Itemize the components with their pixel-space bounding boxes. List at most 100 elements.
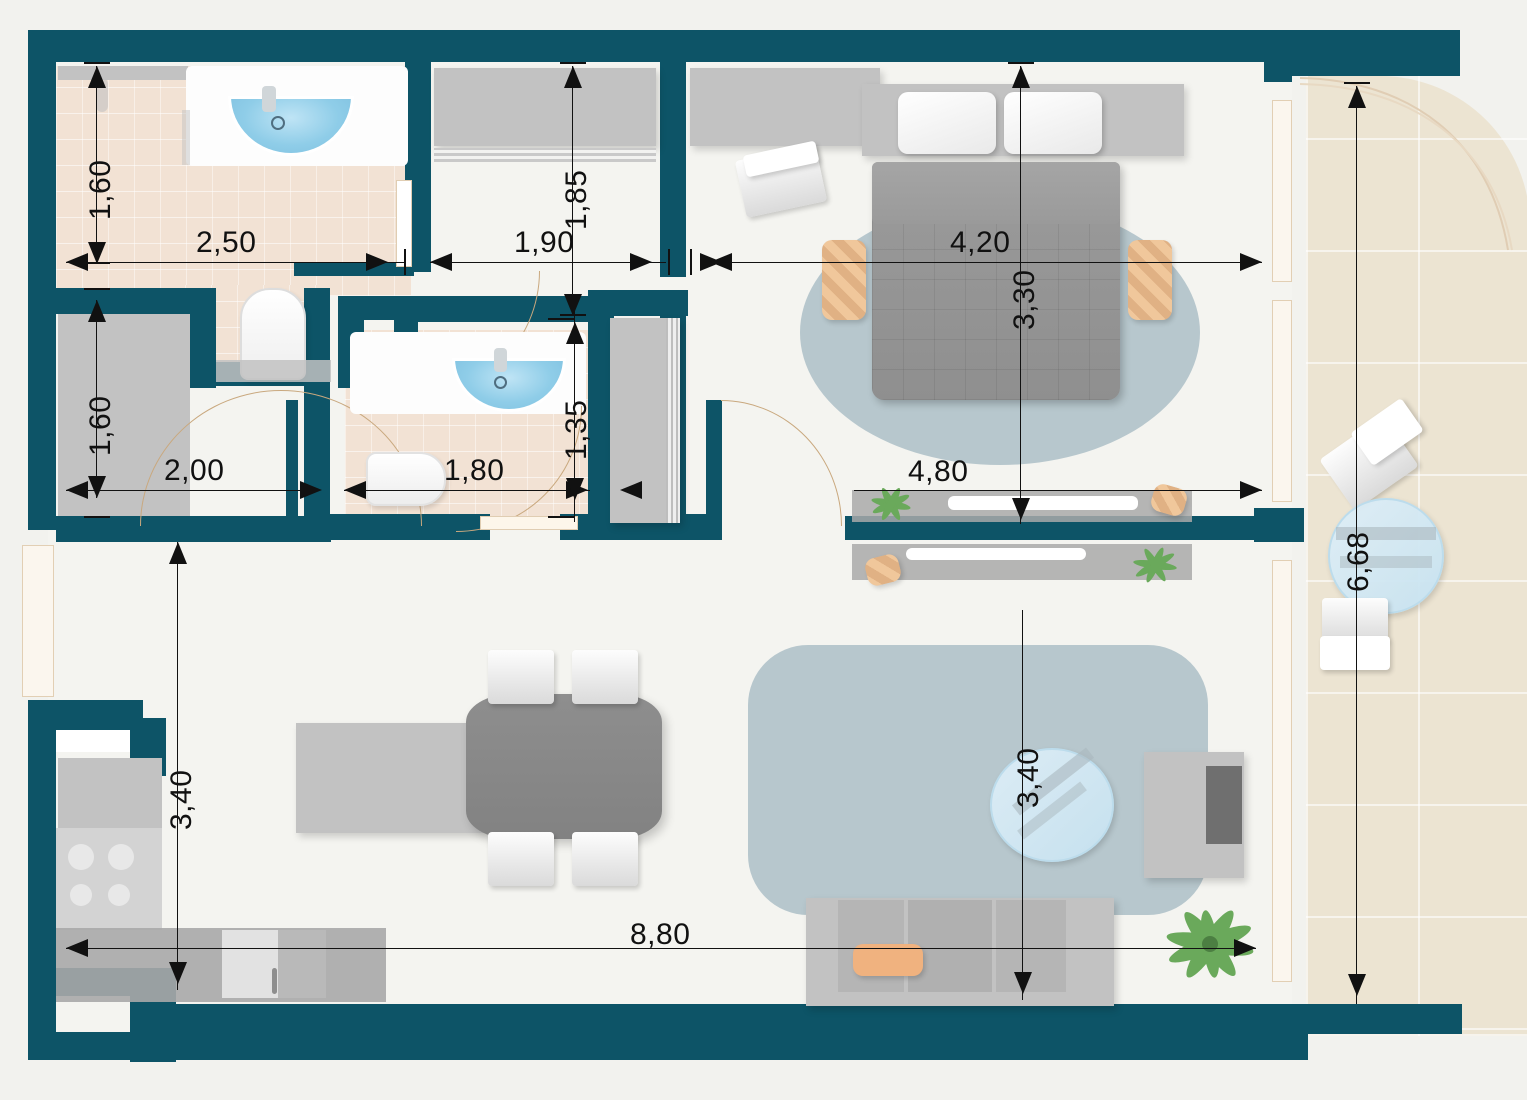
dim-hall-height-tick-top: [560, 62, 586, 64]
window-right-lower: [1272, 560, 1292, 982]
dim-bath1-width-arrow-left: [66, 253, 88, 271]
living-rug: [748, 645, 1208, 915]
dim-bedroom-depth-arrow-top: [1012, 66, 1030, 88]
dim-hall-height-tick-bottom: [560, 314, 586, 316]
dim-hall-width-label: 1,90: [514, 226, 575, 259]
dim-hall-width-line: [430, 262, 666, 263]
dim-storage-height-arrow-bottom: [88, 476, 106, 498]
dim-hall-height-label: 1,85: [560, 169, 593, 230]
exterior-wall-top: [28, 30, 1268, 62]
dim-living-width-arrow-right: [1234, 939, 1256, 957]
dim-terrace-depth-tick-top: [1344, 82, 1370, 84]
dim-storage-height-arrow-top: [88, 300, 106, 322]
dining-chair-top-left: [488, 650, 554, 704]
bath1-tub-ledge: [216, 360, 331, 382]
sofa-throw-pillow: [853, 944, 923, 976]
hall-wardrobe-top: [434, 68, 656, 146]
exterior-wall-left: [28, 30, 56, 530]
living-armchair-back: [1206, 766, 1242, 844]
terrace-lounger-bottom-back: [1320, 636, 1390, 670]
dining-sideboard: [296, 723, 486, 833]
dim-living-width-label: 8,80: [630, 918, 691, 951]
bath2-faucet-icon: [494, 348, 507, 372]
dim-terrace-depth-arrow-top: [1348, 86, 1366, 108]
exterior-wall-bottom: [28, 1032, 1308, 1060]
dim-bath1-height-label: 1,60: [84, 159, 117, 220]
dim-bath1-width-label: 2,50: [196, 226, 257, 259]
dim-living-depth-arrow-bottom: [1014, 972, 1032, 994]
dim-bath2-depth-arrow-top: [566, 322, 584, 344]
kitchen-run-counter: [56, 928, 386, 1002]
dim-living-depth-line: [1022, 610, 1023, 1000]
dim-bath1-height-arrow-bottom: [88, 242, 106, 264]
dim-terrace-depth-arrow-bottom: [1348, 974, 1366, 996]
dim-kitchen-depth-arrow-bottom: [169, 962, 187, 984]
bed-pillow-right: [1004, 92, 1102, 154]
dim-kitchen-depth-line: [177, 542, 178, 990]
wall-entrance-left: [706, 400, 722, 540]
dim-storage-width-label: 2,00: [164, 454, 225, 487]
bedroom-plant-icon: [871, 487, 911, 521]
dining-table: [466, 694, 662, 839]
wall-right-upper: [1264, 62, 1292, 82]
bed-pillow-left: [898, 92, 996, 154]
exterior-wall-left-lower: [28, 700, 56, 1060]
bedroom-bench-top: [948, 496, 1138, 510]
burner-4-icon: [108, 884, 130, 906]
hall-wardrobe-doors: [434, 148, 656, 162]
dim-bedroom-width-label: 4,20: [950, 226, 1011, 259]
dim-bath2-width-line: [344, 490, 590, 491]
window-right-mid: [1272, 300, 1292, 502]
dim-living-width-arrow-left: [66, 939, 88, 957]
dim-hall-height-arrow-top: [564, 66, 582, 88]
dim-bath2-depth-line: [574, 300, 575, 522]
sofa-cushion-2: [908, 900, 992, 992]
dim-living-depth-label: 3,40: [1012, 747, 1045, 808]
living-bench-plant-icon: [1133, 547, 1177, 583]
exterior-wall-right-lower: [1282, 1004, 1462, 1034]
terrace-lounger-bottom: [1322, 598, 1388, 642]
burner-2-icon: [108, 844, 134, 870]
dim-storage-width-arrow-left: [66, 481, 88, 499]
dim-bedroom-depth-line: [1020, 66, 1021, 524]
closet-tall-lines: [666, 318, 680, 523]
kitchen-base-unit-b: [278, 930, 326, 998]
dim-bedroom-depth-arrow-bottom: [1012, 498, 1030, 520]
window-right-top: [1272, 100, 1292, 282]
dim-bedroom-width-arrow-left: [710, 253, 732, 271]
toilet: [366, 452, 446, 506]
dim-bath2-depth-arrow-bottom: [566, 478, 584, 500]
dim-bedroom-depth-tick-top: [1008, 62, 1034, 64]
dim-bedroom-width-line: [716, 262, 1262, 263]
wall-bath2-right: [588, 296, 614, 536]
dim-bath2-depth-label: 1,35: [560, 399, 593, 460]
dining-chair-bottom-left: [488, 832, 554, 886]
dim-kitchen-depth-arrow-top: [169, 542, 187, 564]
terrace-table-reflection-2: [1340, 556, 1432, 568]
exterior-wall-top-right: [1268, 30, 1460, 76]
dim-bath1-width-tick-right: [404, 249, 406, 275]
wall-storage-top: [56, 288, 216, 314]
dim-bath1-height-line: [96, 66, 97, 264]
dim-bedroom-total-label: 4,80: [908, 455, 969, 488]
kitchen-cooktop: [56, 828, 162, 930]
dim-kitchen-depth-label: 3,40: [165, 769, 198, 830]
dim-bath2-depth-tick-bottom: [548, 516, 574, 518]
dim-bath2-width-label: 1,80: [444, 454, 505, 487]
dim-bedroom-total-line: [854, 490, 1262, 491]
window-left-entry: [22, 545, 54, 697]
dining-chair-bottom-right: [572, 832, 638, 886]
dim-bath1-height-tick-bottom: [84, 262, 110, 264]
dim-living-width-line: [66, 948, 1256, 949]
exterior-wall-bottom-strip: [170, 1004, 1310, 1034]
dim-hall-width-arrow-right: [630, 253, 652, 271]
bath1-top-shelf: [58, 66, 188, 80]
dim-bath2-depth-tick-top: [548, 318, 574, 320]
burner-1-icon: [68, 844, 94, 870]
wall-hall-divider: [660, 62, 686, 277]
dim-hall-width-tick-b: [690, 249, 692, 275]
bedroom-wardrobe-top: [690, 68, 880, 146]
wall-left-window-pocket: [130, 996, 176, 1062]
dining-chair-top-right: [572, 650, 638, 704]
